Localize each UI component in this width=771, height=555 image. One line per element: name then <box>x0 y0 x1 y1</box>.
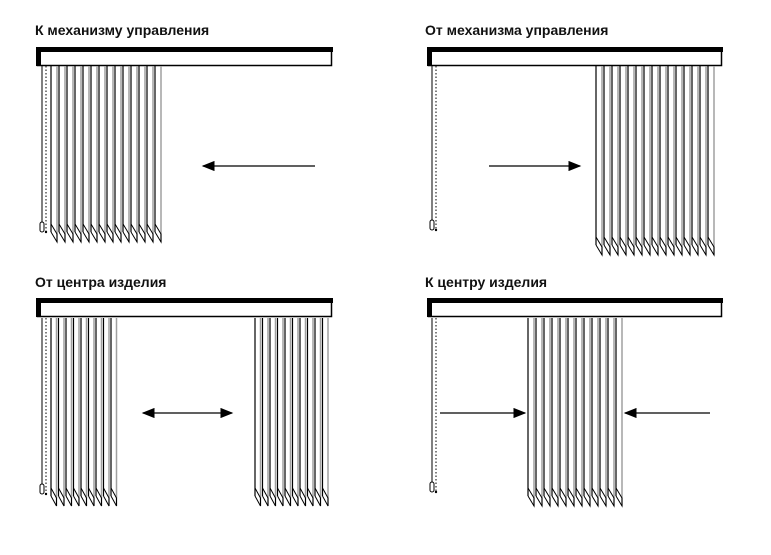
chain-end <box>44 230 48 234</box>
slat-bottom <box>659 236 667 257</box>
panel-title-from-control: От механизма управления <box>425 22 609 38</box>
panel-title-to-center: К центру изделия <box>425 274 548 290</box>
headrail-end <box>36 298 41 317</box>
slat-bottom <box>73 487 80 507</box>
slat-bottom <box>130 223 138 244</box>
headrail-top <box>36 47 333 52</box>
headrail-end <box>36 47 41 66</box>
slat-bottom <box>683 236 691 257</box>
slat-bottom <box>58 223 66 244</box>
slat-bottom <box>80 487 87 507</box>
slat-bottom <box>675 236 683 257</box>
slat-bottom <box>284 487 291 507</box>
cord-weight <box>39 221 45 233</box>
slat-bottom <box>615 487 623 508</box>
slat-bottom <box>595 236 603 257</box>
panel-title-from-center: От центра изделия <box>35 274 167 290</box>
slat-bottom <box>98 223 106 244</box>
slat-bottom <box>575 487 583 508</box>
chain-end <box>434 490 438 494</box>
slat-bottom <box>322 487 329 507</box>
slat-bottom <box>122 223 130 244</box>
slat-bottom <box>567 487 575 508</box>
slat-bottom <box>110 487 117 507</box>
slat-bottom <box>551 487 559 508</box>
slat-bottom <box>277 487 284 507</box>
slat-bottom <box>50 487 57 507</box>
slat-bottom <box>611 236 619 257</box>
slat-bottom <box>591 487 599 508</box>
slat-bottom <box>138 223 146 244</box>
slat-bottom <box>314 487 321 507</box>
slat-bottom <box>643 236 651 257</box>
slat-bottom <box>88 487 95 507</box>
chain-end <box>44 492 48 496</box>
headrail-end <box>427 298 432 317</box>
slat-bottom <box>95 487 102 507</box>
cord-weight <box>429 219 435 231</box>
slat-bottom <box>599 487 607 508</box>
slat-bottom <box>707 236 715 257</box>
slat-bottom <box>535 487 543 508</box>
slat-bottom <box>65 487 72 507</box>
headrail-top <box>427 298 723 303</box>
slat-bottom <box>691 236 699 257</box>
slat-bottom <box>50 223 58 244</box>
slat-bottom <box>651 236 659 257</box>
slat-bottom <box>146 223 154 244</box>
cord-weight <box>39 483 45 495</box>
slat-bottom <box>603 236 611 257</box>
slat-bottom <box>269 487 276 507</box>
slat-bottom <box>74 223 82 244</box>
slat-bottom <box>82 223 90 244</box>
slat-bottom <box>635 236 643 257</box>
slat-bottom <box>299 487 306 507</box>
slat-bottom <box>106 223 114 244</box>
slat-bottom <box>103 487 110 507</box>
slat-bottom <box>307 487 314 507</box>
slat-bottom <box>607 487 615 508</box>
headrail-top <box>427 47 723 52</box>
slat-bottom <box>627 236 635 257</box>
slat-bottom <box>66 223 74 244</box>
slat-bottom <box>154 223 162 244</box>
slat-bottom <box>114 223 122 244</box>
slat-bottom <box>699 236 707 257</box>
slat-bottom <box>527 487 535 508</box>
slat-bottom <box>559 487 567 508</box>
slat-bottom <box>58 487 65 507</box>
slat-bottom <box>254 487 261 507</box>
cord-weight <box>429 481 435 493</box>
panel-title-to-control: К механизму управления <box>35 22 210 38</box>
slat-bottom <box>292 487 299 507</box>
chain-end <box>434 228 438 232</box>
headrail-end <box>427 47 432 66</box>
slat-bottom <box>619 236 627 257</box>
headrail-top <box>36 298 333 303</box>
slat-bottom <box>90 223 98 244</box>
slat-bottom <box>262 487 269 507</box>
slat-bottom <box>583 487 591 508</box>
slat-bottom <box>543 487 551 508</box>
slat-bottom <box>667 236 675 257</box>
